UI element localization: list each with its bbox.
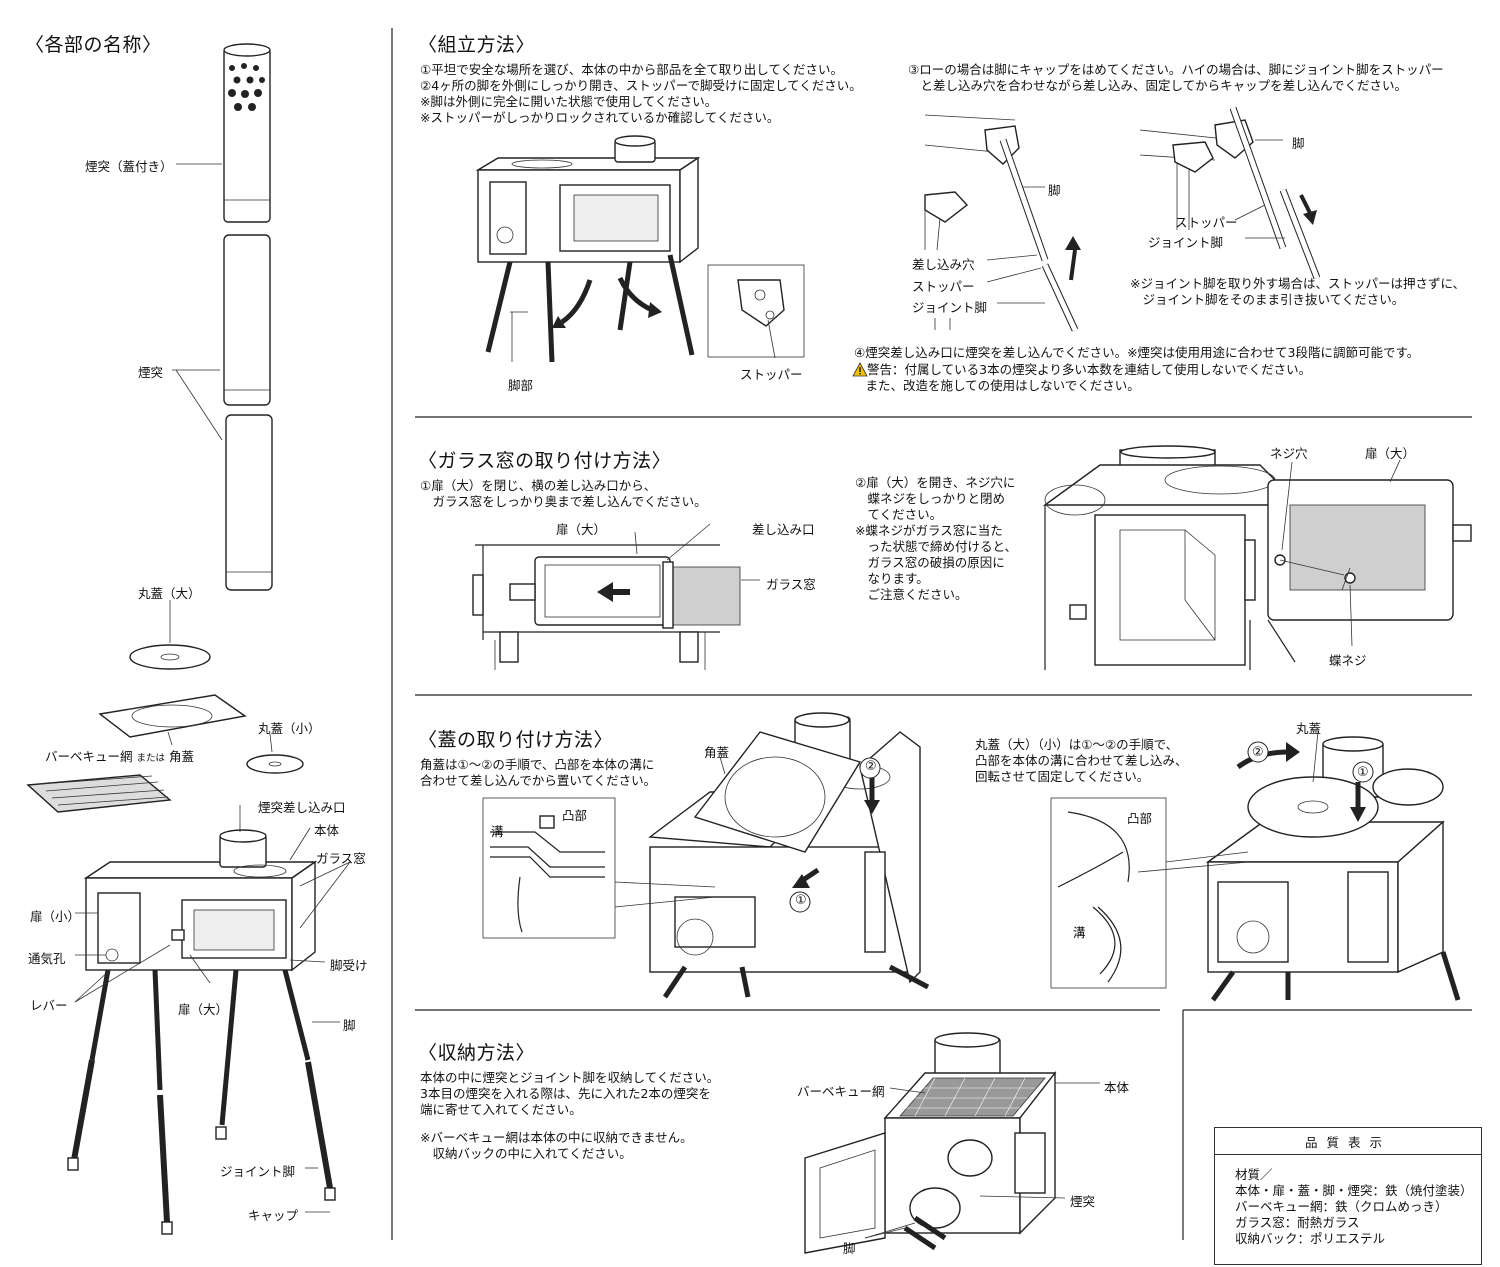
quality-label-box: 品質表示 材質／ 本体・扉・蓋・脚・煙突：鉄（焼付塗装） バーベキュー網：鉄（ク…	[1214, 1127, 1482, 1265]
label-storage-bbq-net: バーベキュー網	[797, 1084, 885, 1099]
label-slot: 差し込み口	[752, 522, 815, 537]
label-glass-window-2: ガラス窓	[766, 577, 816, 592]
lid-title: 〈蓋の取り付け方法〉	[418, 729, 614, 751]
label-chimney-port: 煙突差し込み口	[258, 800, 346, 815]
joint-leg-diagram	[924, 106, 1321, 332]
assembly-stove-diagram	[475, 135, 805, 363]
label-round-lid: 丸蓋	[1296, 721, 1322, 736]
label-step3-leg-b: 脚	[1292, 136, 1305, 151]
label-legs-part: 脚部	[508, 378, 534, 393]
label-bbq-net: バーベキュー網 または 角蓋	[45, 749, 195, 764]
label-square-lid: 角蓋	[704, 745, 730, 760]
label-round-step1: ①	[1357, 765, 1369, 780]
parts-title: 〈各部の名称〉	[25, 34, 162, 56]
label-cap: キャップ	[248, 1208, 299, 1223]
label-lid-step1: ①	[795, 893, 807, 908]
square-lid-diagram	[482, 712, 930, 999]
label-or: または	[136, 753, 166, 764]
label-chimney: 煙突	[138, 365, 164, 380]
label-chimney-cap: 煙突（蓋付き）	[85, 159, 173, 174]
label-storage-leg: 脚	[843, 1241, 856, 1256]
label-round-lid-large: 丸蓋（大）	[138, 586, 201, 601]
label-door-large: 扉（大）	[178, 1002, 229, 1017]
assembly-step-4: ④煙突差し込み口に煙突を差し込んでください。※煙突は使用用途に合わせて3段階に調…	[854, 345, 1420, 360]
label-glass-window: ガラス窓	[316, 851, 366, 866]
assembly-title: 〈組立方法〉	[418, 34, 536, 56]
label-insert-hole: 差し込み穴	[912, 257, 975, 272]
label-lid-step2: ②	[865, 759, 877, 774]
warning-text: ：付属している3本の煙突より多い本数を連結して使用しないでください。 また、改造…	[865, 362, 1312, 393]
warning-label: 警告	[867, 362, 893, 377]
label-round-lid-small: 丸蓋（小）	[258, 721, 321, 736]
label-body: 本体	[314, 823, 340, 838]
label-step3-leg: 脚	[1048, 183, 1061, 198]
label-glass-door-large: 扉（大）	[556, 522, 607, 537]
label-stopper: ストッパー	[740, 367, 803, 382]
label-door-small: 扉（小）	[30, 909, 81, 924]
storage-text: 本体の中に煙突とジョイント脚を収納してください。 3本目の煙突を入れる際は、先に…	[420, 1070, 720, 1117]
label-round-step2: ②	[1252, 745, 1264, 760]
label-wing-screw: 蝶ネジ	[1329, 653, 1367, 668]
label-storage-body: 本体	[1104, 1080, 1130, 1095]
label-vent: 通気孔	[28, 951, 66, 966]
label-groove-left: 溝	[491, 824, 504, 839]
quality-lines: 材質／ 本体・扉・蓋・脚・煙突：鉄（焼付塗装） バーベキュー網：鉄（クロムめっき…	[1235, 1167, 1473, 1246]
label-step3-joint-leg-b: ジョイント脚	[1148, 235, 1224, 250]
label-step3-stopper: ストッパー	[912, 279, 975, 294]
assembly-step-3: ③ローの場合は脚にキャップをはめてください。ハイの場合は、脚にジョイント脚をスト…	[908, 62, 1444, 93]
quality-header: 品質表示	[1215, 1128, 1481, 1155]
warning-icon	[852, 362, 868, 377]
lid-text-left: 角蓋は①～②の手順で、凸部を本体の溝に 合わせて差し込んでから置いてください。	[420, 757, 657, 788]
label-step3-stopper-b: ストッパー	[1175, 215, 1238, 230]
glass-screw-diagram	[1042, 445, 1472, 670]
lid-text-right: 丸蓋（大）（小）は①～②の手順で、 凸部を本体の溝に合わせて差し込み、 回転させ…	[975, 737, 1188, 784]
glass-step-2: ②扉（大）を開き、ネジ穴に 蝶ネジをしっかりと閉め てください。 ※蝶ネジがガラ…	[855, 475, 1018, 602]
label-protrusion-right: 凸部	[1127, 811, 1153, 826]
label-storage-chimney: 煙突	[1070, 1194, 1096, 1209]
label-lever: レバー	[30, 998, 68, 1013]
glass-insert-diagram	[472, 523, 760, 670]
glass-step-1: ①扉（大）を閉じ、横の差し込み口から、 ガラス窓をしっかり奥まで差し込んでくださ…	[420, 478, 707, 509]
assembly-steps-1-2: ①平坦で安全な場所を選び、本体の中から部品を全て取り出してください。 ②4ヶ所の…	[420, 62, 862, 125]
label-protrusion-left: 凸部	[562, 808, 588, 823]
label-groove-right: 溝	[1073, 925, 1086, 940]
label-leg: 脚	[343, 1018, 356, 1033]
storage-diagram	[804, 1032, 1100, 1254]
glass-title: 〈ガラス窓の取り付け方法〉	[418, 450, 672, 472]
assembly-warning: 警告：付属している3本の煙突より多い本数を連結して使用しないでください。 また、…	[852, 362, 1312, 394]
label-leg-holder: 脚受け	[330, 958, 368, 973]
label-joint-leg: ジョイント脚	[220, 1164, 296, 1179]
label-glass2-door-large: 扉（大）	[1365, 446, 1416, 461]
label-screw-hole: ネジ穴	[1270, 446, 1308, 461]
label-step3-joint-leg: ジョイント脚	[912, 300, 988, 315]
parts-exploded-diagram	[26, 43, 351, 1235]
step3-note: ※ジョイント脚を取り外す場合は、ストッパーは押さずに、 ジョイント脚をそのまま引…	[1130, 276, 1466, 307]
round-lid-diagram	[1050, 731, 1461, 1002]
storage-title: 〈収納方法〉	[418, 1042, 536, 1064]
storage-note: ※バーベキュー網は本体の中に収納できません。 収納バックの中に入れてください。	[420, 1130, 693, 1161]
